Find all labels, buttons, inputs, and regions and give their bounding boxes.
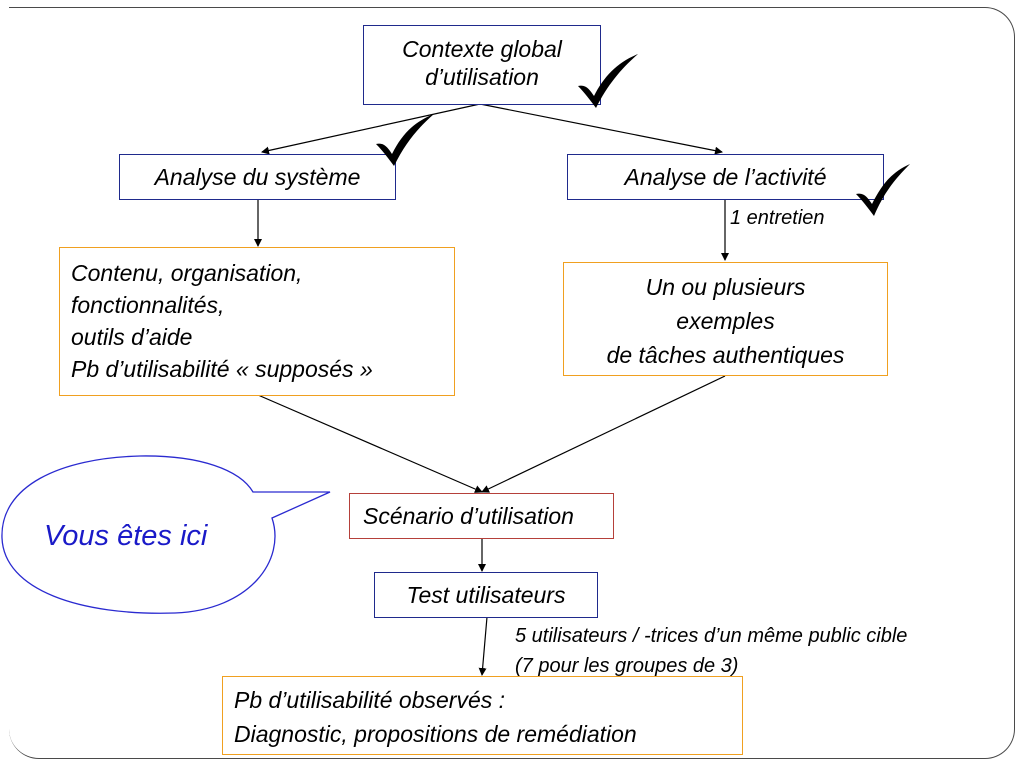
note-entretien: 1 entretien xyxy=(730,207,825,229)
arrow-contenu-to-scenario xyxy=(257,394,483,493)
node-text-line: Un ou plusieurs xyxy=(645,274,806,300)
node-text-line: Pb d’utilisabilité « supposés » xyxy=(71,356,373,382)
node-contexte-global: Contexte global d’utilisation xyxy=(363,25,601,105)
note-utilisateurs-line1: 5 utilisateurs / -trices d’un même publi… xyxy=(515,625,908,647)
checkmark-icon xyxy=(376,114,434,166)
node-text-line: Analyse du système xyxy=(154,164,361,190)
node-text-line: d’utilisation xyxy=(425,64,539,90)
arrow-contexte-to-activite xyxy=(479,103,723,155)
node-text-line: Contenu, organisation, xyxy=(71,260,303,286)
arrow-exemples-to-scenario xyxy=(481,375,726,493)
node-analyse-activite: Analyse de l’activité xyxy=(567,154,884,200)
node-text-line: Test utilisateurs xyxy=(406,582,566,608)
node-test-utilisateurs: Test utilisateurs xyxy=(374,572,598,618)
node-text-line: Contexte global xyxy=(402,36,562,62)
slide-frame xyxy=(9,7,1015,759)
checkmark-icon xyxy=(856,164,910,216)
node-contenu: Contenu, organisation, fonctionnalités, … xyxy=(59,247,455,396)
node-analyse-systeme: Analyse du système xyxy=(119,154,396,200)
note-utilisateurs-line2: (7 pour les groupes de 3) xyxy=(515,655,739,677)
node-text-line: Pb d’utilisabilité observés : xyxy=(234,687,506,713)
checkmark-icon xyxy=(578,54,638,108)
arrow-test-to-observes xyxy=(478,616,488,676)
node-text-line: outils d’aide xyxy=(71,324,193,350)
node-text-line: de tâches authentiques xyxy=(606,342,845,368)
node-pb-observes: Pb d’utilisabilité observés : Diagnostic… xyxy=(222,676,743,755)
arrow-contexte-to-systeme xyxy=(261,103,481,155)
callout-text: Vous êtes ici xyxy=(44,520,208,552)
node-text-line: Analyse de l’activité xyxy=(624,164,827,190)
node-exemples-taches: Un ou plusieurs exemples de tâches authe… xyxy=(563,262,888,376)
node-text-line: Diagnostic, propositions de remédiation xyxy=(234,721,637,747)
node-text-line: exemples xyxy=(676,308,775,334)
node-scenario: Scénario d’utilisation xyxy=(349,493,614,539)
node-text-line: Scénario d’utilisation xyxy=(363,503,574,529)
node-text-line: fonctionnalités, xyxy=(71,292,225,318)
